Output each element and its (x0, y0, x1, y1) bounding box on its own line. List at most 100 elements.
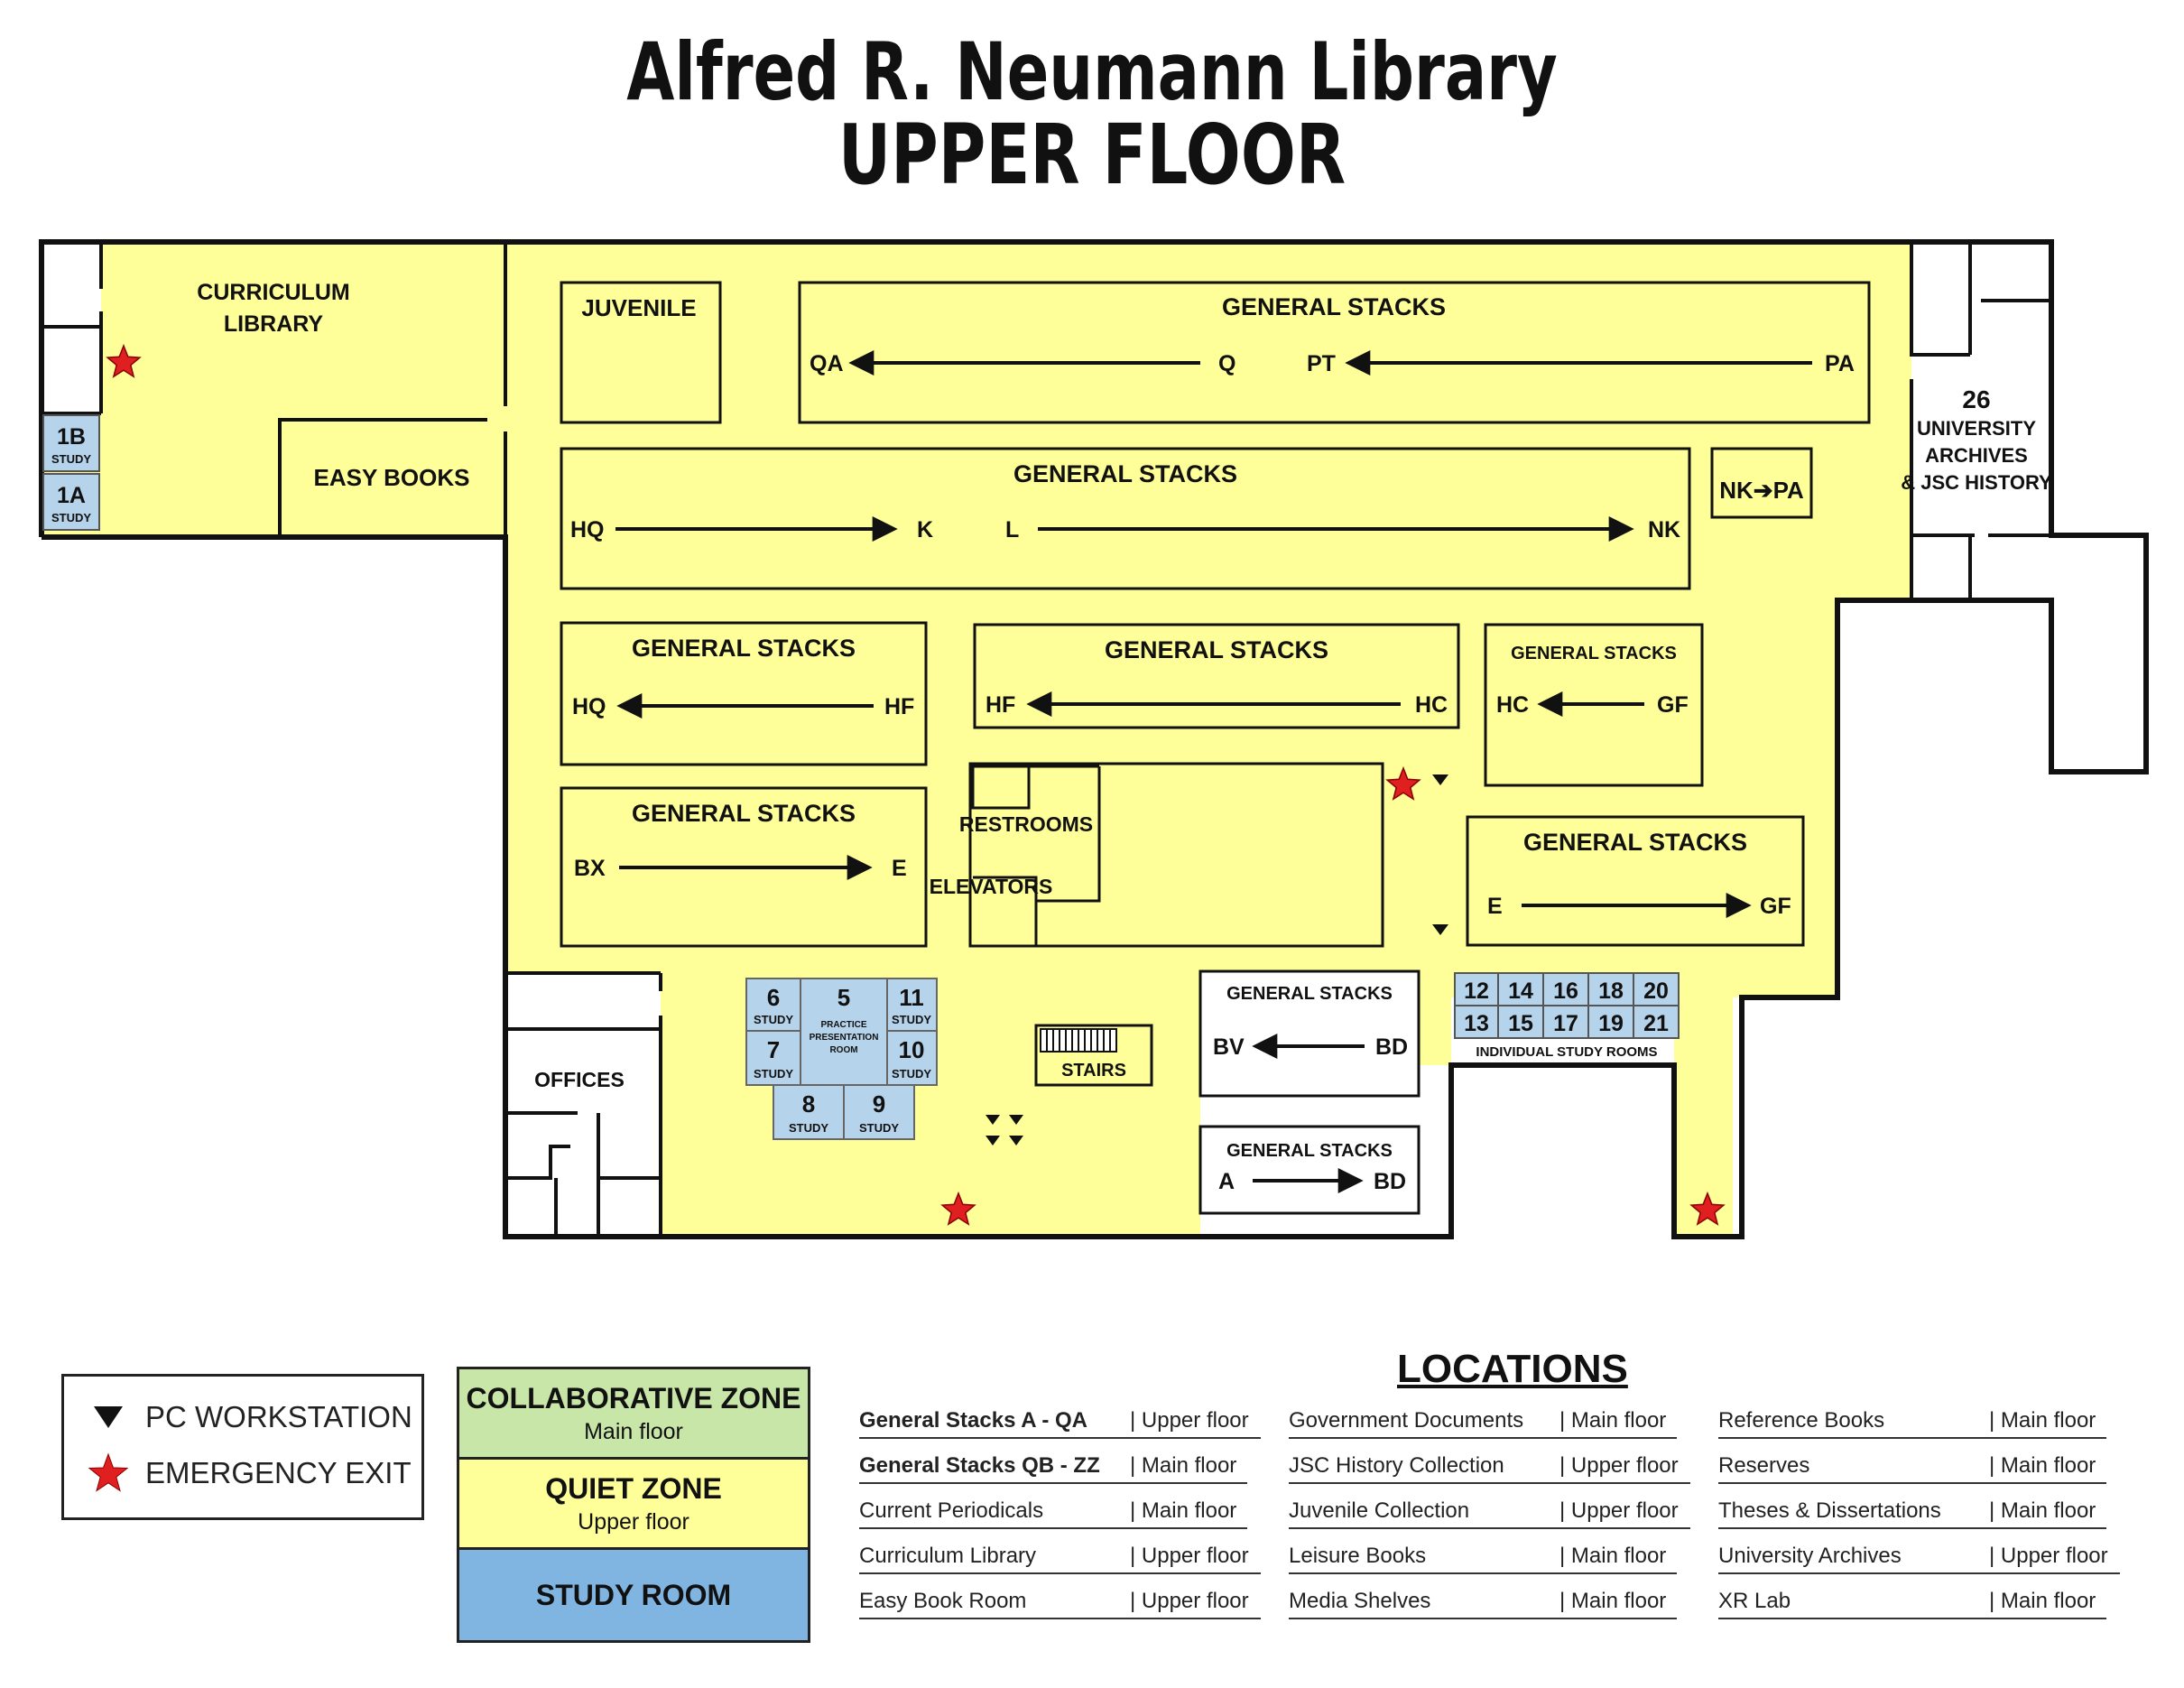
study-room-20[interactable]: 20 (1643, 978, 1669, 1004)
emergency-exit-icon (106, 343, 142, 378)
svg-text:PT: PT (1307, 351, 1336, 376)
svg-text:GENERAL STACKS: GENERAL STACKS (1222, 293, 1446, 320)
svg-text:L: L (1005, 517, 1019, 543)
svg-text:STUDY: STUDY (51, 452, 91, 466)
svg-text:GENERAL STACKS: GENERAL STACKS (1013, 460, 1237, 487)
svg-text:STUDY: STUDY (859, 1121, 899, 1135)
study-cluster: 6 STUDY 7 STUDY 5 PRACTICE PRESENTATION … (745, 978, 938, 1140)
study-room-12[interactable]: 12 (1464, 978, 1489, 1004)
legend-exit-label: EMERGENCY EXIT (145, 1456, 412, 1489)
study-room-1a[interactable]: 1A STUDY (42, 473, 100, 531)
archives-label-2: ARCHIVES (1925, 444, 2028, 467)
svg-text:ROOM: ROOM (829, 1045, 857, 1055)
legend-exit-row: EMERGENCY EXIT (86, 1452, 412, 1494)
stack-block-bx-e: GENERAL STACKS BX E (560, 786, 928, 948)
svg-text:1B: 1B (57, 424, 86, 450)
svg-text:BD: BD (1374, 1169, 1406, 1194)
elevators-label: ELEVATORS (930, 875, 1053, 898)
individual-study-rooms: 12 14 16 18 20 13 15 17 19 21 INDIVIDUAL… (1454, 972, 1680, 1060)
curriculum-label: CURRICULUM (197, 280, 349, 305)
svg-text:BV: BV (1213, 1034, 1245, 1060)
archives-area (1911, 242, 2051, 535)
svg-text:GENERAL STACKS: GENERAL STACKS (1226, 1141, 1393, 1161)
pc-workstation-icon (1009, 1115, 1023, 1125)
svg-text:PRACTICE: PRACTICE (820, 1020, 866, 1030)
study-room-13[interactable]: 13 (1464, 1011, 1489, 1036)
offices-label: OFFICES (534, 1068, 625, 1091)
stack-block-hq-hf: GENERAL STACKS HQ HF (560, 621, 928, 766)
study-room-15[interactable]: 15 (1508, 1011, 1533, 1036)
svg-text:BD: BD (1375, 1034, 1408, 1060)
restrooms-label: RESTROOMS (959, 812, 1093, 836)
svg-text:5: 5 (838, 984, 850, 1011)
study-room-17[interactable]: 17 (1553, 1011, 1578, 1036)
juvenile-label: JUVENILE (581, 294, 696, 321)
svg-text:STUDY: STUDY (51, 511, 91, 524)
svg-text:1A: 1A (57, 483, 86, 508)
nk-pa-stack (1710, 447, 1813, 519)
floor-title: UPPER FLOOR (838, 107, 1346, 203)
svg-text:QA: QA (810, 351, 844, 376)
svg-text:HQ: HQ (572, 694, 606, 719)
study-room-9[interactable] (843, 1084, 915, 1140)
svg-text:NK: NK (1648, 517, 1680, 543)
study-room-19[interactable]: 19 (1598, 1011, 1624, 1036)
stack-block-a-bd: GENERAL STACKS A BD (1198, 1125, 1421, 1215)
svg-text:E: E (1487, 894, 1503, 919)
juvenile-room (560, 281, 722, 424)
study-room-21[interactable]: 21 (1643, 1011, 1669, 1036)
svg-text:GENERAL STACKS: GENERAL STACKS (632, 800, 856, 827)
svg-text:PA: PA (1825, 351, 1855, 376)
svg-text:K: K (917, 517, 933, 543)
study-room-18[interactable]: 18 (1598, 978, 1624, 1004)
study-room-1b[interactable]: 1B STUDY (42, 414, 100, 472)
stairs-label: STAIRS (1061, 1061, 1126, 1081)
svg-text:GENERAL STACKS: GENERAL STACKS (1511, 644, 1677, 663)
svg-text:GF: GF (1760, 894, 1791, 919)
stack-block-hc-gf: GENERAL STACKS HC GF (1484, 623, 1704, 787)
pc-workstation-icon (86, 1403, 131, 1432)
map-title: Alfred R. Neumann Library (626, 25, 1558, 118)
symbol-legend: PC WORKSTATION EMERGENCY EXIT (61, 1374, 424, 1520)
stack-block-e-gf: GENERAL STACKS E GF (1466, 815, 1805, 947)
curriculum-label-2: LIBRARY (224, 311, 324, 337)
svg-text:STUDY: STUDY (789, 1121, 828, 1135)
legend-pc-label: PC WORKSTATION (145, 1400, 412, 1433)
pc-workstation-icon (986, 1115, 1000, 1125)
pc-workstation-icon (1009, 1136, 1023, 1145)
stack-block-hq-nk: GENERAL STACKS HQ K L NK (560, 447, 1691, 590)
svg-text:9: 9 (873, 1090, 885, 1118)
stairs: STAIRS (1034, 1024, 1153, 1087)
study-room-11[interactable] (886, 978, 938, 1032)
svg-text:A: A (1218, 1169, 1235, 1194)
svg-text:HQ: HQ (570, 517, 605, 543)
svg-text:STUDY: STUDY (892, 1067, 931, 1081)
svg-text:BX: BX (574, 856, 606, 881)
pc-workstation-icon (1432, 774, 1448, 785)
svg-text:GENERAL STACKS: GENERAL STACKS (1523, 829, 1747, 856)
study-room-16[interactable]: 16 (1553, 978, 1578, 1004)
restrooms-elevators (968, 762, 1384, 948)
svg-text:HF: HF (884, 694, 914, 719)
svg-text:E: E (892, 856, 907, 881)
archives-label-3: & JSC HISTORY (1901, 471, 2052, 494)
svg-text:8: 8 (802, 1090, 815, 1118)
svg-text:Q: Q (1218, 351, 1235, 376)
archives-room-number: 26 (1962, 385, 1990, 413)
svg-text:GENERAL STACKS: GENERAL STACKS (632, 635, 856, 662)
emergency-exit-icon (940, 1191, 976, 1226)
study-room-zone: STUDY ROOM (459, 1550, 808, 1640)
pc-workstation-icon (986, 1136, 1000, 1145)
svg-text:GENERAL STACKS: GENERAL STACKS (1226, 984, 1393, 1004)
individual-study-rooms-label: INDIVIDUAL STUDY ROOMS (1476, 1044, 1657, 1060)
svg-text:6: 6 (767, 984, 780, 1011)
svg-text:11: 11 (899, 984, 924, 1011)
legend-pc-row: PC WORKSTATION (86, 1400, 412, 1434)
emergency-exit-icon (1689, 1191, 1726, 1226)
svg-text:GENERAL STACKS: GENERAL STACKS (1105, 636, 1328, 663)
locations-title: LOCATIONS (1397, 1347, 1628, 1391)
archives-label-1: UNIVERSITY (1917, 417, 2036, 440)
study-room-14[interactable]: 14 (1508, 978, 1533, 1004)
stack-block-bv-bd: GENERAL STACKS BV BD (1198, 969, 1421, 1098)
